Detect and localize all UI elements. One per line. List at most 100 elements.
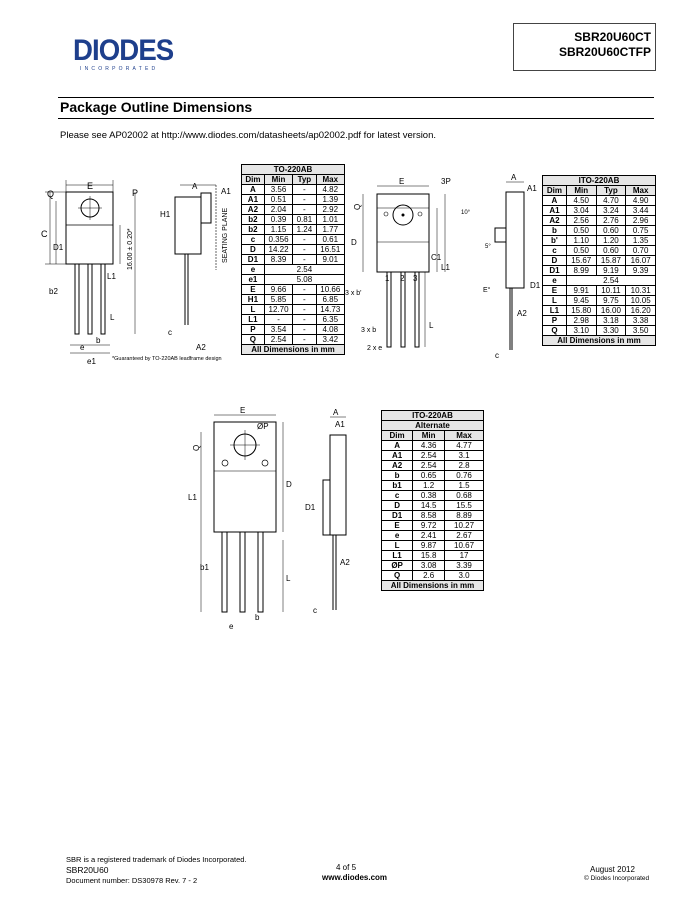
- cell: 3.08: [412, 560, 446, 571]
- cell: 2.54: [263, 264, 346, 275]
- cell: D: [542, 255, 567, 266]
- cell: 0.38: [412, 490, 446, 501]
- footer-website-link[interactable]: www.diodes.com: [322, 873, 388, 882]
- to220-label-L1: L1: [107, 272, 116, 281]
- cell: 14.73: [315, 304, 346, 315]
- cell: 15.67: [565, 255, 597, 266]
- cell: 10.27: [444, 520, 484, 531]
- cell: b': [542, 235, 567, 246]
- cell: A2: [241, 204, 265, 215]
- ito-label-A1: A1: [527, 184, 537, 193]
- cell: 0.70: [625, 245, 656, 256]
- cell: 0.51: [263, 194, 294, 205]
- cell: 4.08: [315, 324, 346, 335]
- table-header: Typ: [595, 185, 627, 196]
- table-header: Min: [565, 185, 597, 196]
- cell: 10.31: [625, 285, 656, 296]
- table-footer: All Dimensions in mm: [241, 344, 345, 355]
- cell: -: [263, 314, 294, 325]
- section-title: Package Outline Dimensions: [60, 99, 253, 115]
- footer-doc-number: Document number: DS30978 Rev. 7 - 2: [66, 876, 198, 885]
- ito-label-10deg: 10°: [461, 210, 471, 216]
- to220-label-H1: H1: [160, 210, 171, 219]
- ito-label-A2: A2: [517, 309, 527, 318]
- to220-label-c: c: [168, 328, 172, 337]
- cell: 16.07: [625, 255, 656, 266]
- cell: e: [380, 530, 414, 541]
- cell: 3.39: [444, 560, 484, 571]
- table-header: Max: [444, 430, 484, 441]
- ito-label-E: E: [399, 177, 404, 186]
- cell: 1.39: [315, 194, 346, 205]
- ito-pin-1: 1: [385, 274, 390, 283]
- ito-label-c: c: [495, 351, 499, 360]
- table-title: ITO-220AB: [542, 175, 656, 186]
- alt-label-A2: A2: [340, 558, 350, 567]
- trademark-note: SBR is a registered trademark of Diodes …: [66, 855, 247, 864]
- ito-label-Q: Q: [353, 204, 362, 210]
- cell: -: [292, 254, 317, 265]
- cell: 2.41: [412, 530, 446, 541]
- table-header: Max: [625, 185, 656, 196]
- cell: 10.11: [595, 285, 627, 296]
- cell: 1.20: [595, 235, 627, 246]
- cell: -: [292, 294, 317, 305]
- to220ab-outline-drawing: E P Q C D1 16.00 ± 0.20* L1 b2 L b e e1 …: [41, 180, 231, 366]
- alt-label-phiP: ØP: [257, 422, 269, 431]
- cell: D: [380, 500, 414, 511]
- company-logo-subtext: INCORPORATED: [80, 66, 159, 72]
- alt-label-e: e: [229, 622, 234, 631]
- cell: 0.61: [315, 234, 346, 245]
- to220-label-e: e: [80, 343, 85, 352]
- to220-label-A2: A2: [196, 343, 206, 352]
- table-header: Dim: [380, 430, 414, 441]
- ito-label-2e: 2 x e: [367, 345, 382, 352]
- cell: 8.39: [263, 254, 294, 265]
- cell: 15.80: [565, 305, 597, 316]
- footer-page-number: 4 of 5: [336, 863, 357, 872]
- alt-label-c: c: [313, 606, 317, 615]
- cell: A1: [380, 450, 414, 461]
- cell: 15.87: [595, 255, 627, 266]
- cell: -: [292, 334, 317, 345]
- cell: 4.50: [565, 195, 597, 206]
- cell: E: [241, 284, 265, 295]
- ito-label-A: A: [511, 173, 517, 182]
- table-header: Max: [315, 174, 346, 185]
- cell: 3.54: [263, 324, 294, 335]
- cell: 3.18: [595, 315, 627, 326]
- cell: L1: [380, 550, 414, 561]
- cell: 2.54: [412, 450, 446, 461]
- cell: 3.10: [565, 325, 597, 336]
- cell: 4.70: [595, 195, 627, 206]
- cell: 0.76: [444, 470, 484, 481]
- table-header: Typ: [292, 174, 317, 185]
- cell: 2.8: [444, 460, 484, 471]
- table-header: Dim: [241, 174, 265, 185]
- cell: 2.54: [565, 275, 657, 286]
- part-number-box: SBR20U60CT SBR20U60CTFP: [513, 23, 656, 71]
- cell: 3.30: [595, 325, 627, 336]
- cell: 0.50: [565, 245, 597, 256]
- title-bottom-rule: [58, 118, 654, 119]
- cell: 9.19: [595, 265, 627, 276]
- cell: 3.56: [263, 184, 294, 195]
- cell: A1: [241, 194, 265, 205]
